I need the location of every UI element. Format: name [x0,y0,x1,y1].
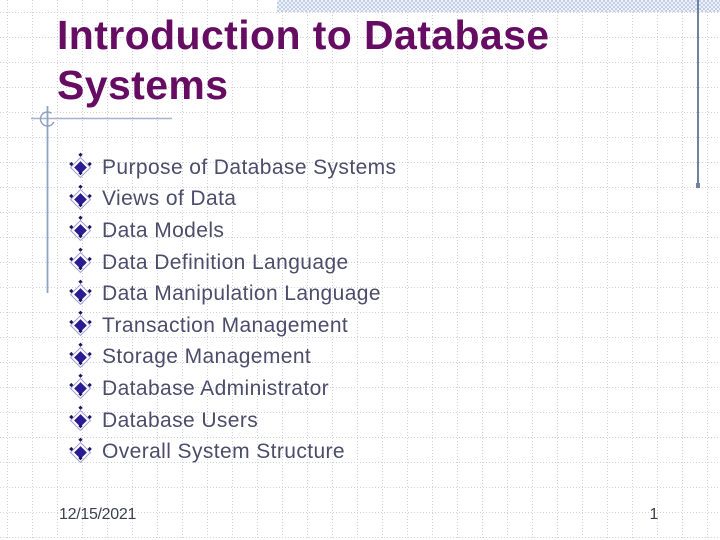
list-item: Data Manipulation Language [72,278,632,310]
bullet-text: Data Manipulation Language [102,282,381,306]
bullet-text: Database Users [102,408,259,432]
bullet-text: Storage Management [102,345,312,369]
diamond-bullet-icon [74,193,87,206]
list-item: Database Administrator [72,373,632,405]
bullet-text: Database Administrator [102,376,330,400]
list-item: Overall System Structure [72,436,632,468]
diamond-bullet-icon [74,224,87,238]
footer-date: 12/15/2021 [59,506,137,523]
right-accent-line [696,0,700,188]
list-item: Database Users [72,405,632,437]
list-item: Purpose of Database Systems [72,152,632,184]
top-band-decoration [277,0,720,12]
diamond-bullet-icon [74,287,87,301]
bullet-text: Data Models [102,218,225,242]
bullet-text: Data Definition Language [102,250,349,274]
bullet-text: Purpose of Database Systems [102,155,397,179]
list-item: Data Definition Language [72,247,632,279]
list-item: Storage Management [72,342,632,374]
diamond-bullet-icon [74,161,87,175]
list-item: Data Models [72,215,632,247]
bullet-text: Views of Data [102,187,237,211]
list-item: Transaction Management [72,310,632,342]
list-item: Views of Data [72,184,632,216]
diamond-bullet-icon [74,414,87,427]
page-title: Introduction to Database Systems [57,12,550,108]
diamond-bullet-icon [74,256,87,269]
diamond-bullet-icon [74,319,87,333]
bullet-list: Purpose of Database Systems Views of Dat… [72,152,632,468]
bullet-text: Transaction Management [102,313,349,337]
page-number: 1 [649,506,659,523]
diamond-bullet-icon [74,382,87,396]
diamond-bullet-icon [74,445,87,459]
diamond-bullet-icon [74,350,87,364]
bullet-text: Overall System Structure [102,440,345,464]
